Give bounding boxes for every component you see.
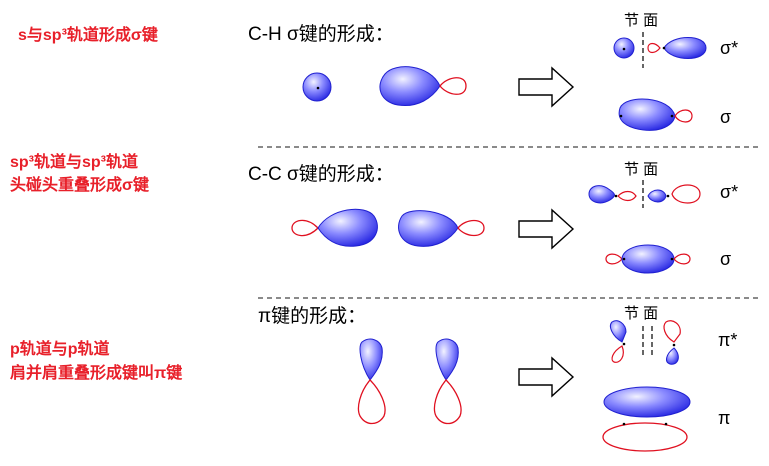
sp3-orbital (379, 66, 467, 107)
heading-pi: π键的形成： (258, 305, 366, 327)
arrow-right-icon-3 (518, 356, 575, 398)
sigma-cc (605, 244, 691, 274)
label-sp3-sp3-line2: 头碰头重叠形成σ键 (10, 175, 149, 194)
label-s-sp3: s与sp³轨道形成σ键 (18, 25, 158, 44)
sp3-orbital-left (291, 208, 378, 247)
sigma-star-cc (588, 184, 701, 204)
s-orbital (302, 72, 332, 102)
sigma-star-ch (613, 37, 707, 59)
sp3-orbital-right (398, 210, 485, 247)
sigma-ch (618, 98, 693, 131)
heading-ch-sigma: C-H σ键的形成： (248, 23, 394, 45)
symbol-pi-star: π* (718, 330, 737, 350)
pi-bonding (602, 386, 691, 452)
node-label-2: 节 面 (624, 161, 658, 178)
symbol-sigma-star-1: σ* (720, 38, 738, 58)
node-label-1: 节 面 (624, 12, 658, 29)
pi-star (609, 320, 681, 365)
heading-cc-sigma: C-C σ键的形成： (248, 163, 394, 185)
p-orbital-right (433, 338, 462, 425)
node-label-3: 节 面 (624, 305, 658, 322)
p-orbital-left (357, 338, 386, 425)
label-sp3-sp3-line1: sp³轨道与sp³轨道 (10, 152, 138, 171)
arrow-right-icon-2 (518, 208, 575, 250)
symbol-sigma-star-2: σ* (720, 182, 738, 202)
symbol-sigma-2: σ (720, 249, 731, 269)
symbol-pi: π (718, 408, 730, 428)
arrow-right-icon (518, 66, 575, 108)
label-p-p-line1: p轨道与p轨道 (10, 339, 110, 358)
symbol-sigma-1: σ (720, 107, 731, 127)
label-p-p-line2: 肩并肩重叠形成键叫π键 (10, 363, 182, 382)
